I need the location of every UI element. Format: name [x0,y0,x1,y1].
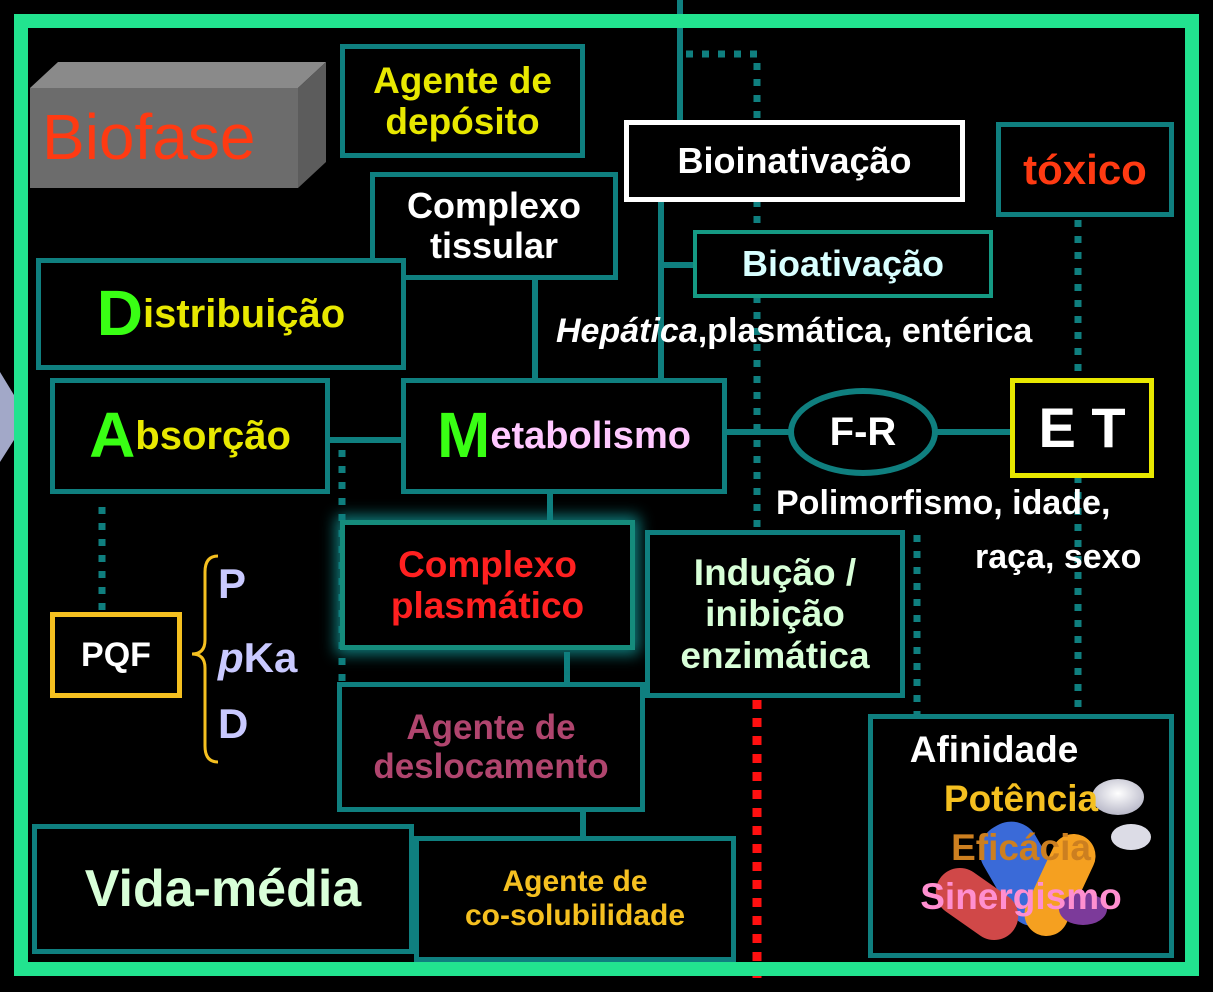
bioativacao-box: Bioativação [693,230,993,298]
complexo-tissular-line1: Complexo [406,184,582,226]
eficacia-label: Eficácia [951,827,1091,868]
agente-deposito-line2: depósito [385,101,540,142]
distribuicao-rest: istribuição [142,291,346,336]
bioativacao-label: Bioativação [741,242,945,284]
agente-cosolubilidade-box: Agente de co-solubilidade [414,836,736,962]
agente-deslocamento-line1: Agente de [406,707,576,747]
complexo-plasmatico-line2: plasmático [390,585,585,626]
vida-media-box: Vida-média [32,824,414,954]
et-label: E T [1038,395,1126,459]
polimorfismo-line2: raça, sexo [975,538,1142,576]
biofase-cube [30,62,326,188]
inducao-box: Indução / inibição enzimática [645,530,905,698]
pills-image [935,779,1151,941]
metabolismo-initial: M [437,399,491,472]
bioinativacao-label: Bioinativação [677,139,912,181]
pqf-box: PQF [50,612,182,698]
inducao-line1: Indução / [693,551,857,593]
inducao-line2: inibição [705,593,845,635]
complexo-plasmatico-line1: Complexo [398,543,577,585]
complexo-tissular-line2: tissular [429,225,559,266]
toxico-box: tóxico [996,122,1174,217]
pqf-label: PQF [81,635,151,674]
sinergismo-label: Sinergismo [920,876,1122,917]
pqf-prop-pka: pKa [218,634,297,682]
biofase-block: Biofase [28,60,328,190]
complexo-plasmatico-box: Complexo plasmático [340,520,635,650]
distribuicao-initial: D [96,277,143,350]
absorcao-initial: A [89,399,136,472]
pka-italic: p [218,634,244,681]
pqf-prop-d: D [218,700,249,747]
potencia-label: Potência [943,778,1099,819]
metabolismo-rest: etabolismo [490,414,691,457]
complexo-tissular-box: Complexo tissular [370,172,618,280]
agente-deposito-box: Agente de depósito [340,44,585,158]
inducao-line3: enzimática [680,634,870,676]
agente-cosolubilidade-line2: co-solubilidade [464,899,686,932]
toxico-label: tóxico [1023,145,1147,193]
pqf-prop-p: P [218,560,247,607]
hepatic-italic: Hepática [556,312,698,350]
agente-deslocamento-line2: deslocamento [373,747,609,786]
agente-deposito-line1: Agente de [373,59,552,101]
afinidade-box: Afinidade Potência Eficácia Sinergismo [868,714,1174,958]
fr-ellipse: F-R [788,388,938,476]
hepatic-rest: ,plasmática, entérica [697,312,1033,350]
fr-label: F-R [829,409,897,454]
afinidade-label: Afinidade [909,729,1079,770]
vida-media-label: Vida-média [84,859,362,918]
agente-deslocamento-box: Agente de deslocamento [337,682,645,812]
hepatic-note: Hepática,plasmática, entérica [556,312,1032,351]
pka-rest: Ka [243,634,298,681]
biofase-label: Biofase [42,101,256,173]
outer-frame [14,14,1199,976]
bioinativacao-box: Bioinativação [624,120,965,202]
polimorfismo-line1: Polimorfismo, idade, [776,484,1111,522]
et-box: E T [1010,378,1154,478]
absorcao-rest: bsorção [135,413,291,458]
agente-cosolubilidade-line1: Agente de [502,865,648,899]
